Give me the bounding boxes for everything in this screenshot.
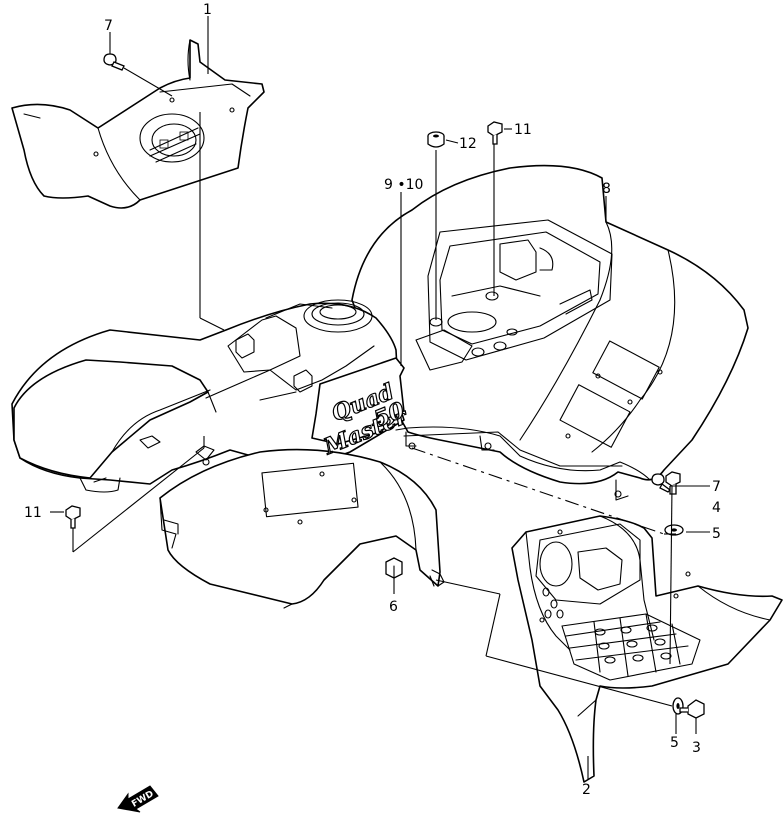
bolt-part-11-upper	[487, 121, 503, 145]
nut-part-6	[385, 557, 403, 579]
callout-9-10: 9 •10	[384, 177, 423, 193]
bolt-part-3	[679, 699, 705, 719]
callout-11-lower: 11	[24, 505, 42, 521]
callout-5-upper: 5	[712, 526, 721, 542]
callout-4: 4	[712, 500, 721, 516]
rear-fender-part-8	[351, 164, 749, 501]
callout-5-lower: 5	[670, 735, 679, 751]
callout-3: 3	[692, 740, 701, 756]
callout-11-upper: 11	[514, 122, 532, 138]
bolt-part-11-lower	[65, 505, 81, 529]
front-fender-body	[11, 299, 405, 493]
front-fender-flap	[159, 448, 445, 609]
footrest-part-2	[511, 515, 783, 783]
screw-part-7-upper	[103, 53, 125, 71]
callout-2: 2	[582, 782, 591, 798]
screw-part-7-lower	[651, 473, 671, 493]
callout-7-upper: 7	[104, 18, 113, 34]
callout-8: 8	[602, 181, 611, 197]
callout-1: 1	[203, 2, 212, 18]
decal-part-9-10: Quad Master 50	[311, 357, 413, 461]
callout-7-lower: 7	[712, 479, 721, 495]
fwd-arrow-icon: FWD	[117, 785, 159, 813]
callout-6: 6	[389, 599, 398, 615]
callouts: 1 7 12 11 9 •10 8 11 7 4 5 6 5 3 2	[24, 2, 721, 798]
callout-12: 12	[459, 136, 477, 152]
leader-lines	[50, 16, 710, 780]
grommet-part-12	[427, 131, 445, 148]
front-cover-part-1	[11, 39, 265, 209]
washer-part-5-upper	[664, 524, 684, 536]
